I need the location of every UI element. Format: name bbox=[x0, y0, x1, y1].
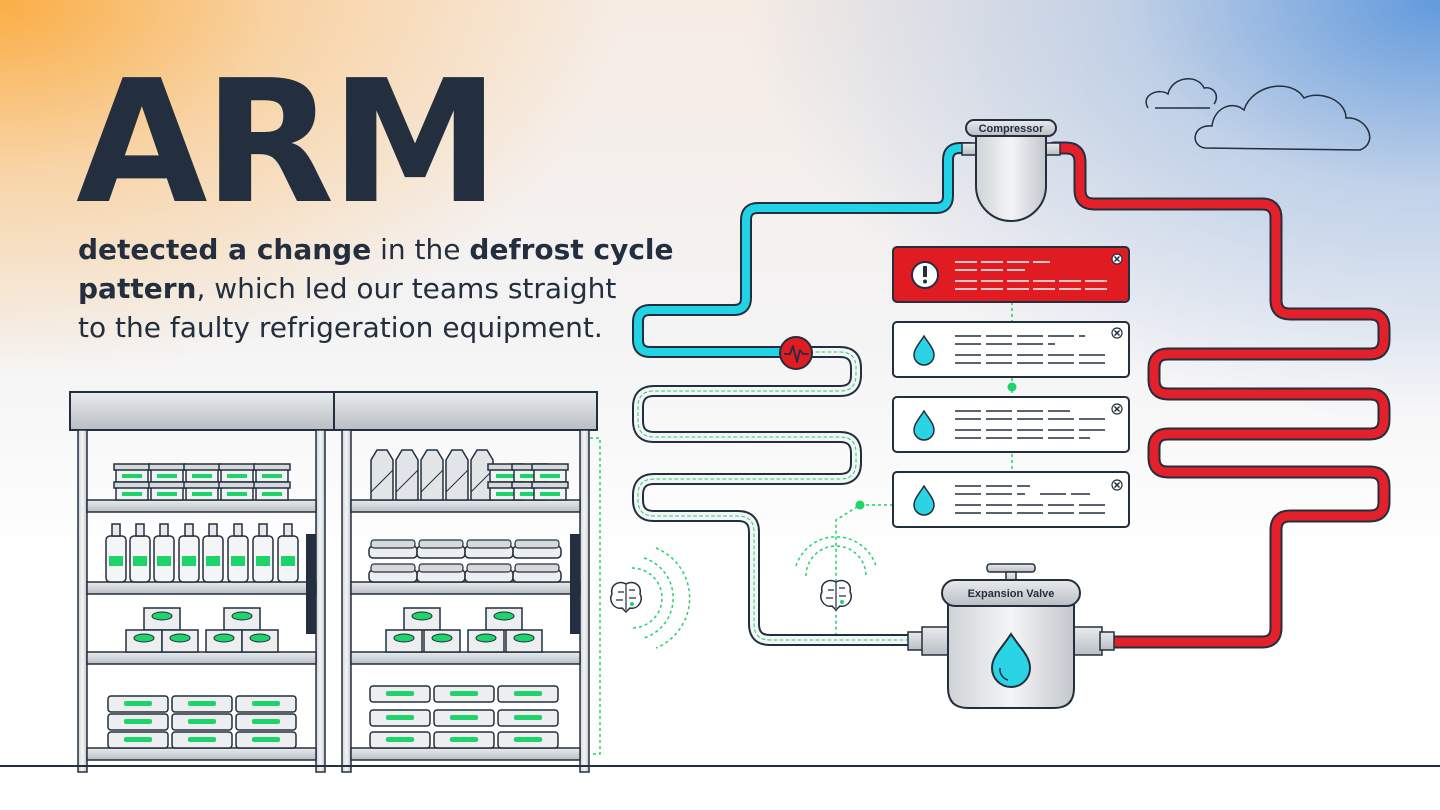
close-icon[interactable] bbox=[1111, 403, 1123, 415]
compressor-label: Compressor bbox=[979, 123, 1045, 135]
low-pressure-line bbox=[632, 346, 921, 646]
close-icon[interactable] bbox=[1111, 253, 1123, 265]
brain-icon bbox=[819, 579, 853, 611]
cloud-icon bbox=[1145, 78, 1371, 151]
cold-refrigerant-line bbox=[632, 142, 976, 358]
refrigerator-shelving bbox=[69, 391, 598, 773]
alert-card[interactable] bbox=[892, 471, 1130, 528]
headline-title: ARM bbox=[76, 44, 500, 242]
hot-refrigerant-line bbox=[1047, 141, 1391, 649]
pulse-icon bbox=[779, 336, 813, 370]
close-icon[interactable] bbox=[1111, 327, 1123, 339]
expansion-valve-label: Expansion Valve bbox=[968, 588, 1055, 600]
alert-icon bbox=[911, 261, 939, 289]
alert-card-critical[interactable] bbox=[892, 246, 1130, 303]
compressor bbox=[961, 119, 1061, 222]
water-drop-icon bbox=[990, 632, 1032, 688]
alert-card[interactable] bbox=[892, 396, 1130, 453]
alert-card[interactable] bbox=[892, 321, 1130, 378]
brain-icon bbox=[609, 581, 643, 613]
close-icon[interactable] bbox=[1111, 479, 1123, 491]
sensor-connection bbox=[590, 302, 1013, 755]
